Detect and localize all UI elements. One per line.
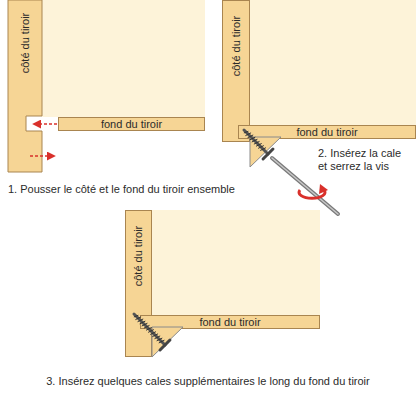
screw-shaft	[244, 130, 268, 154]
screw-thread	[150, 332, 156, 335]
screw-thread	[254, 141, 260, 144]
screw-thread	[142, 323, 148, 326]
bottom-label: fond du tiroir	[199, 316, 260, 328]
screw-thread	[260, 148, 266, 151]
screw-thread	[152, 334, 158, 337]
screw-head	[160, 340, 170, 350]
screw-thread	[144, 325, 150, 328]
push-arrow	[33, 123, 57, 125]
screw-thread	[245, 133, 251, 136]
screw-shaft	[134, 314, 165, 345]
bottom-label: fond du tiroir	[296, 126, 357, 138]
screw-thread	[148, 330, 154, 333]
screw-thread	[135, 317, 141, 320]
screw-thread	[258, 146, 264, 149]
screw-thread	[157, 338, 163, 341]
side-label: côté du tiroir	[133, 225, 145, 286]
screw-thread	[159, 340, 165, 343]
side-label: côté du tiroir	[230, 15, 242, 76]
screw-thread	[252, 139, 258, 142]
screw-head	[263, 149, 273, 159]
screw-thread	[140, 321, 146, 324]
push-arrow	[30, 155, 55, 157]
screw-thread	[155, 336, 161, 339]
side-label: côté du tiroir	[19, 12, 31, 73]
drawer-side: côté du tiroir	[8, 0, 42, 172]
rotation-arrowhead	[319, 184, 328, 194]
drawer-side: côté du tiroir	[125, 210, 152, 357]
screw-thread	[134, 315, 139, 317]
step-caption: 3. Insérez quelques cales supplémentaire…	[46, 375, 369, 388]
screw-thread	[138, 319, 144, 322]
corner-block	[152, 327, 183, 357]
bottom-label: fond du tiroir	[101, 118, 162, 130]
screw-thread	[248, 135, 254, 138]
drawer-interior	[152, 210, 320, 315]
screw-thread	[146, 327, 152, 330]
screw-thread	[244, 131, 249, 133]
drawer-interior	[250, 0, 416, 125]
step-caption: 2. Insérez la cale et serrez la vis	[318, 147, 412, 173]
screw-thread	[256, 143, 262, 146]
screws	[134, 130, 273, 350]
screw-thread	[250, 137, 256, 140]
board-outline	[8, 0, 42, 172]
drawer-interior	[42, 0, 205, 117]
drawer-side: côté du tiroir	[222, 0, 250, 142]
step-caption: 1. Pousser le côté et le fond du tiroir …	[8, 183, 235, 196]
drawer-bottom: fond du tiroir	[58, 117, 205, 131]
